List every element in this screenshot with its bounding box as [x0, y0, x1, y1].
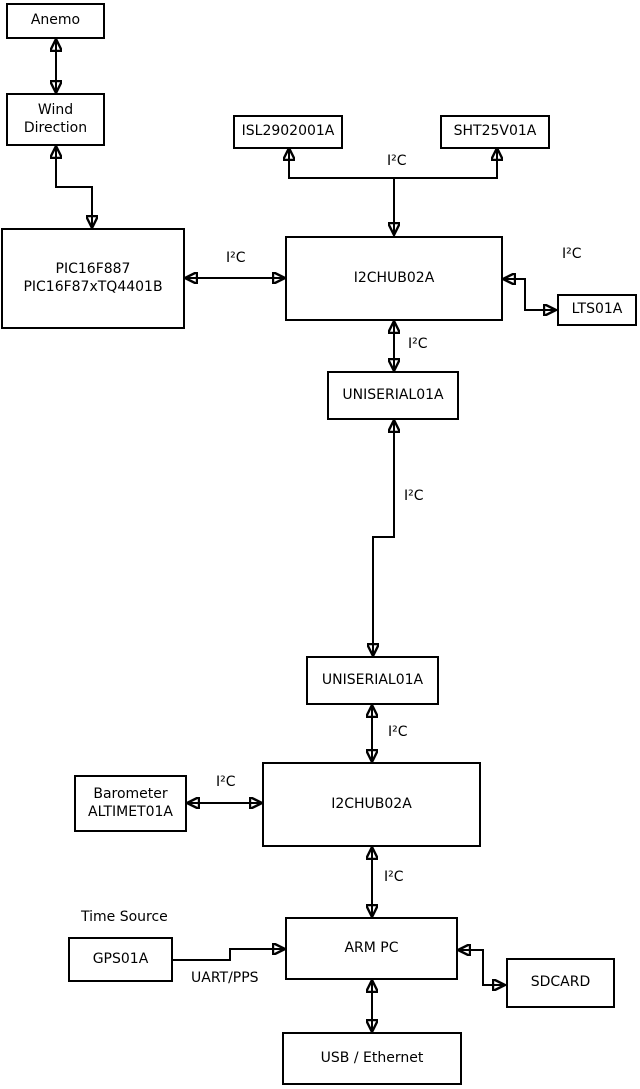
connector-armpc-sdcard — [458, 950, 505, 985]
edge-label-i2c-pic: I²C — [226, 250, 246, 266]
node-i2chub02a-1: I2CHUB02A — [285, 236, 503, 321]
node-sht25v01a: SHT25V01A — [440, 115, 550, 149]
node-barometer-altimet01a: Barometer ALTIMET01A — [74, 775, 187, 832]
edge-label-i2c-sensors: I²C — [387, 153, 407, 169]
node-uniserial01a-2: UNISERIAL01A — [306, 656, 439, 705]
node-gps01a: GPS01A — [68, 937, 173, 982]
edge-label-uart-pps: UART/PPS — [191, 970, 259, 986]
connector-uniserial1-uniserial2 — [373, 420, 394, 656]
edge-label-i2c-hub1-serial: I²C — [408, 336, 428, 352]
connector-hub1-lts — [503, 279, 556, 310]
edge-label-i2c-lts: I²C — [562, 246, 582, 262]
connector-wind-direction-pic — [56, 146, 92, 228]
connector-gps-armpc — [173, 949, 285, 961]
node-anemo: Anemo — [6, 3, 105, 39]
node-isl2902001a: ISL2902001A — [233, 115, 343, 149]
node-wind-direction: Wind Direction — [6, 93, 105, 146]
edge-label-i2c-barometer: I²C — [216, 774, 236, 790]
node-uniserial01a-1: UNISERIAL01A — [327, 371, 459, 420]
node-sdcard: SDCARD — [506, 958, 615, 1008]
node-arm-pc: ARM PC — [285, 917, 458, 980]
node-pic: PIC16F887 PIC16F87xTQ4401B — [1, 228, 185, 329]
node-usb-ethernet: USB / Ethernet — [282, 1032, 462, 1085]
edge-label-i2c-hub2-arm: I²C — [384, 869, 404, 885]
node-i2chub02a-2: I2CHUB02A — [262, 762, 481, 847]
edge-label-time-source: Time Source — [81, 909, 168, 925]
edge-label-i2c-serial-link: I²C — [404, 488, 424, 504]
node-lts01a: LTS01A — [557, 294, 637, 326]
edge-label-i2c-serial-hub2: I²C — [388, 724, 408, 740]
